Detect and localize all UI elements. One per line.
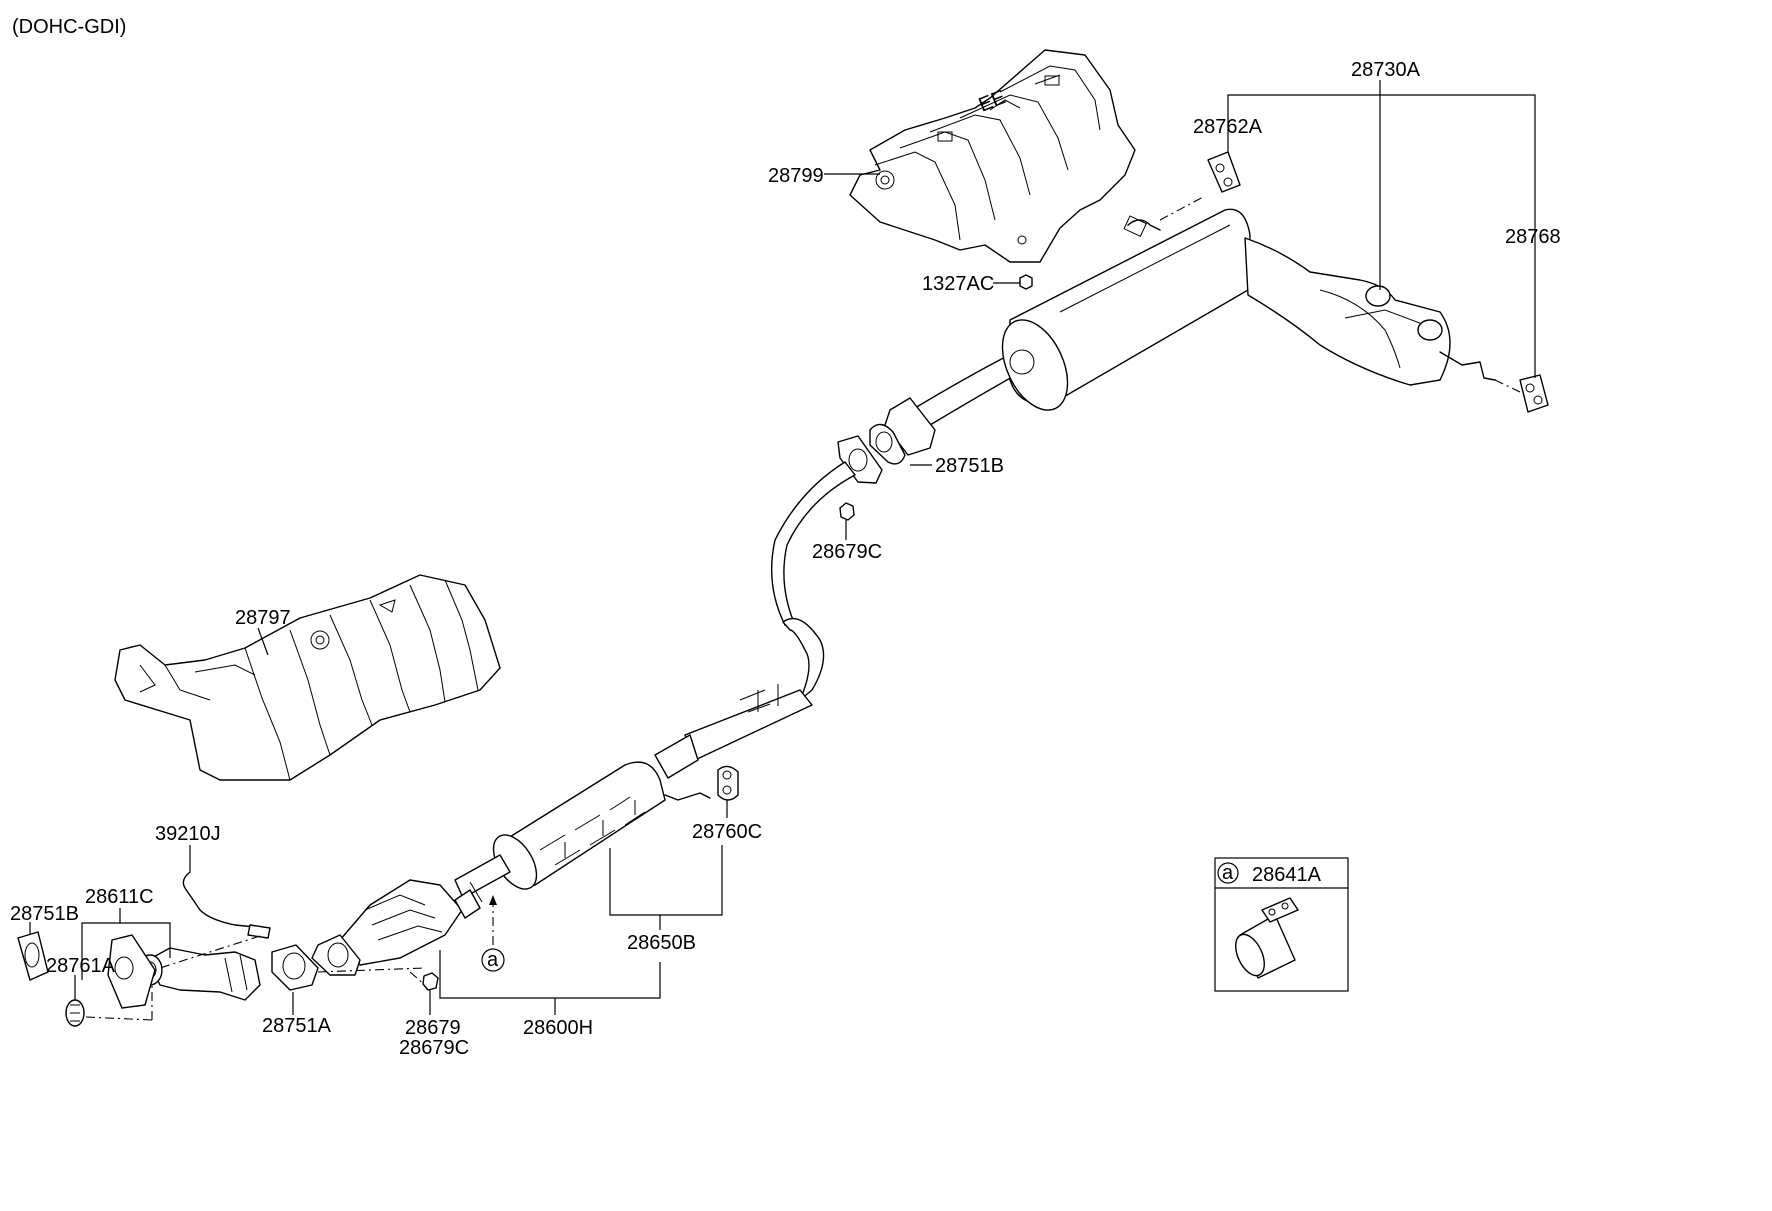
inset-part-number: 28641A — [1252, 864, 1322, 886]
center-muffler — [454, 761, 711, 903]
oxygen-sensor-39210J — [159, 871, 271, 969]
hanger-28760C — [717, 765, 739, 801]
gasket-28751B-upper — [837, 397, 936, 484]
callout-28679C-lower: 28679C — [399, 1037, 469, 1059]
rear-muffler-assembly — [914, 195, 1521, 429]
callout-28760C: 28760C — [692, 821, 762, 843]
center-pipe — [654, 461, 856, 779]
engine-variant-label: (DOHC-GDI) — [12, 16, 126, 38]
callout-28768: 28768 — [1505, 226, 1561, 248]
callout-28799: 28799 — [768, 165, 824, 187]
callout-28751B-lower: 28751B — [10, 903, 79, 925]
hanger-28768 — [1519, 374, 1549, 413]
bolt-1327AC — [1019, 274, 1033, 290]
front-pipe — [107, 934, 261, 1009]
callout-28679C-upper: 28679C — [812, 541, 882, 563]
callout-28762A: 28762A — [1193, 116, 1263, 138]
callout-28730A: 28730A — [1351, 59, 1421, 81]
callout-28600H: 28600H — [523, 1017, 593, 1039]
front-heat-protector — [114, 574, 501, 781]
pipe-clamp-28641A — [1234, 897, 1299, 979]
callout-1327AC: 1327AC — [922, 273, 994, 295]
gasket-28751B-lower — [17, 931, 49, 981]
nut-28679 — [422, 972, 439, 991]
clamp-location-marker: a — [481, 895, 505, 972]
inset-ref-marker: a — [1222, 862, 1234, 884]
callout-28751B-upper: 28751B — [935, 455, 1004, 477]
callout-39210J: 39210J — [155, 823, 221, 845]
nut-28679C-upper — [839, 502, 855, 521]
callout-28751A: 28751A — [262, 1015, 332, 1037]
rear-heat-protector: EE — [849, 49, 1136, 263]
callout-28761A: 28761A — [46, 955, 116, 977]
callout-28797: 28797 — [235, 607, 291, 629]
callout-28650B: 28650B — [627, 932, 696, 954]
hanger-28762A — [1207, 151, 1241, 193]
leader-lines — [29, 80, 1536, 1015]
ref-marker-a: a — [487, 949, 499, 971]
inset-clamp-panel: a 28641A — [1214, 857, 1349, 992]
callout-28679: 28679 — [405, 1017, 461, 1039]
callout-28611C: 28611C — [85, 886, 154, 908]
hanger-28761A — [65, 985, 153, 1027]
catalytic-converter — [271, 879, 481, 991]
